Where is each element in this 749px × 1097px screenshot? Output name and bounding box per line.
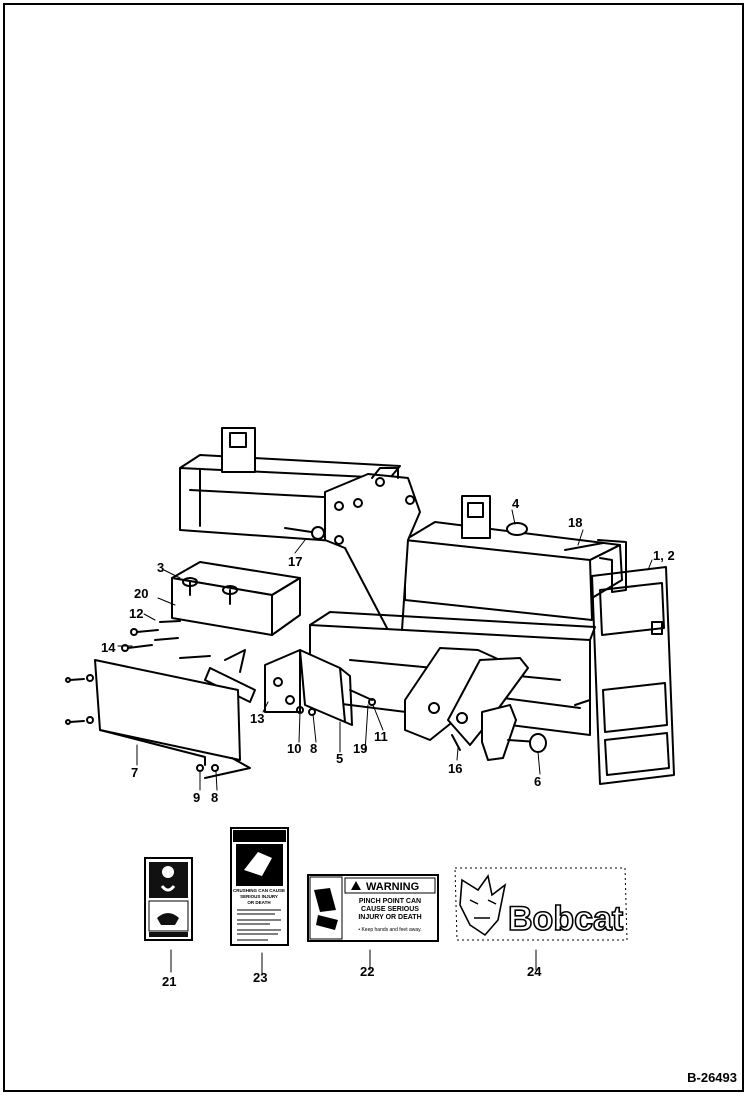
tie-down-icon	[157, 913, 179, 925]
callout-9: 9	[193, 790, 200, 805]
decal-23-crushing-warning: CRUSHING CAN CAUSE SERIOUS INJURY OR DEA…	[230, 827, 289, 946]
callout-8: 8	[211, 790, 218, 805]
callout-11: 11	[374, 729, 388, 744]
callout-21: 21	[162, 974, 176, 989]
crush-hazard-icon	[244, 852, 272, 876]
callout-18: 18	[568, 515, 582, 530]
callout-24: 24	[527, 964, 542, 979]
bolts	[121, 620, 211, 659]
leader-lines	[117, 509, 653, 976]
decal-22-pinch-point-warning: WARNING PINCH POINT CAN CAUSE SERIOUS IN…	[307, 874, 439, 942]
callout-8: 8	[310, 741, 317, 756]
warning-line-1: PINCH POINT CAN	[359, 898, 421, 905]
callout-19: 19	[353, 741, 367, 756]
page-border	[3, 3, 744, 1092]
center-plate	[324, 467, 421, 631]
mounting-plate	[591, 566, 675, 785]
right-upper-beam	[404, 495, 627, 621]
warning-line-3: INJURY OR DEATH	[358, 914, 421, 921]
callout-6: 6	[534, 774, 541, 789]
callouts: 1, 2 3 4 5 6 7 8 8 9 10 11 12 13 14 16 1…	[101, 496, 675, 989]
callout-14: 14	[101, 640, 116, 655]
callout-23: 23	[253, 970, 267, 985]
callout-20: 20	[134, 586, 148, 601]
callout-1-2: 1, 2	[653, 548, 675, 563]
angled-brackets	[404, 647, 529, 751]
callout-10: 10	[287, 741, 301, 756]
crush-text-2: SERIOUS INJURY	[240, 894, 278, 899]
warning-instruction: • Keep hands and feet away.	[358, 927, 421, 933]
front-pin	[481, 704, 547, 761]
left-block	[171, 561, 301, 636]
callout-5: 5	[336, 751, 343, 766]
slide-plate	[299, 649, 376, 726]
guard-panel	[65, 659, 251, 779]
pinch-hazard-icon	[314, 888, 336, 912]
callout-22: 22	[360, 964, 374, 979]
pin-17	[284, 526, 325, 540]
warning-triangle-icon	[351, 881, 361, 890]
crush-text-3: OR DEATH	[247, 900, 270, 905]
drawing-reference-number: B-26493	[687, 1070, 737, 1085]
callout-4: 4	[512, 496, 520, 511]
callout-3: 3	[157, 560, 164, 575]
callout-12: 12	[129, 606, 143, 621]
crush-text-1: CRUSHING CAN CAUSE	[233, 888, 285, 893]
lift-hook-icon	[162, 866, 174, 878]
warning-line-2: CAUSE SERIOUS	[361, 906, 419, 913]
decal-24-logo: Bobcat	[454, 867, 628, 941]
callout-7: 7	[131, 765, 138, 780]
bobcat-head-icon	[459, 874, 507, 937]
bobcat-wordmark: Bobcat	[508, 900, 623, 938]
decal-21-lift-point	[144, 857, 193, 941]
callout-16: 16	[448, 761, 462, 776]
warning-title: WARNING	[366, 881, 419, 893]
callout-17: 17	[288, 554, 302, 569]
callout-13: 13	[250, 711, 264, 726]
